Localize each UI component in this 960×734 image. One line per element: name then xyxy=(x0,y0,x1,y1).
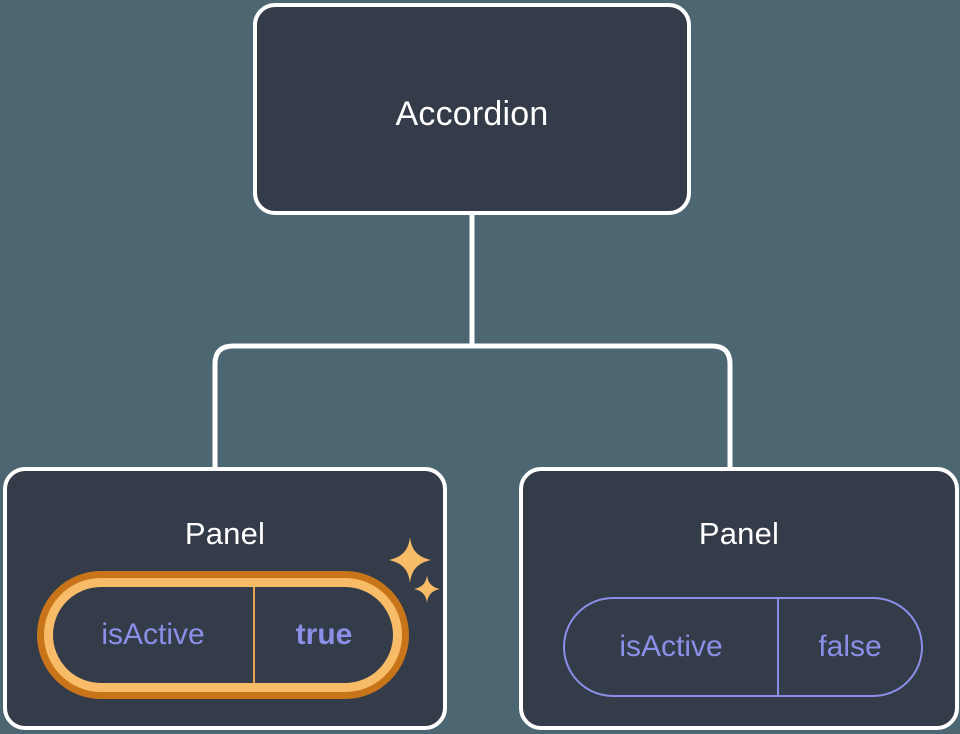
node-title-accordion: Accordion xyxy=(395,95,549,133)
prop-value-true: true xyxy=(295,618,353,651)
node-card-panel-active[interactable]: Panel isActive true xyxy=(3,467,447,730)
node-title-panel-active: Panel xyxy=(184,516,266,551)
prop-key-isactive: isActive xyxy=(53,587,255,683)
sparkle-small-icon xyxy=(414,575,440,603)
node-title-panel-inactive: Panel xyxy=(698,516,780,551)
prop-pill-isactive-true[interactable]: isActive true xyxy=(37,571,409,699)
connector-branch-bar xyxy=(212,343,733,471)
prop-value-false: false xyxy=(818,630,882,663)
node-card-accordion[interactable]: Accordion xyxy=(253,3,691,215)
prop-key-isactive: isActive xyxy=(565,599,779,695)
sparkle-large-icon xyxy=(389,537,431,583)
node-card-panel-inactive[interactable]: Panel isActive false xyxy=(519,467,959,730)
prop-pill-inner: isActive true xyxy=(44,578,402,692)
prop-pill-isactive-false[interactable]: isActive false xyxy=(563,597,923,697)
